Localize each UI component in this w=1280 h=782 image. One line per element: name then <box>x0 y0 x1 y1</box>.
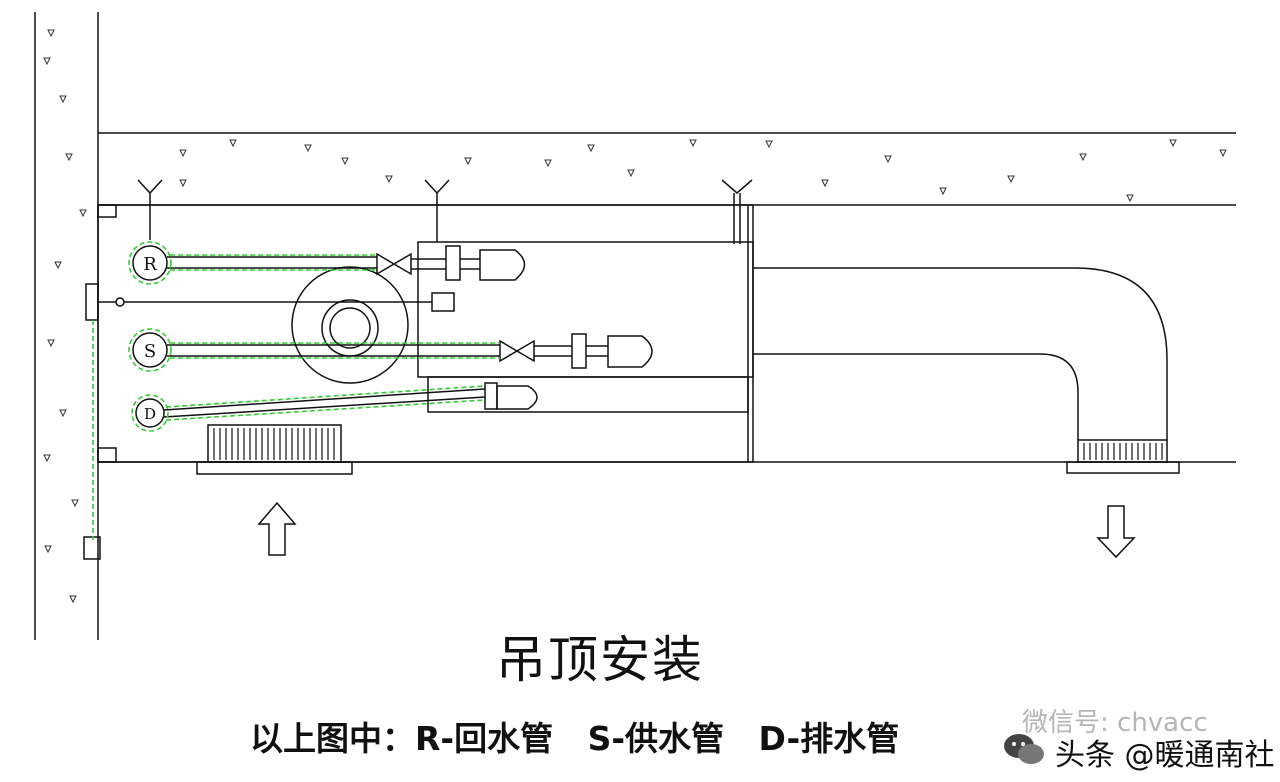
grille-slats <box>213 428 1163 460</box>
legend-caption: 以上图中：R-回水管 S-供水管 D-排水管 <box>250 719 900 758</box>
unit-enclosure <box>97 204 754 463</box>
return-grille <box>196 461 353 475</box>
supply-actuator <box>607 335 653 368</box>
control-box <box>83 536 101 560</box>
intake-arrow-icon <box>257 501 297 556</box>
diagram-title: 吊顶安装 <box>496 631 704 689</box>
return-pipe-label: R <box>143 254 157 275</box>
supply-valve-icon <box>499 339 519 363</box>
drain-pipe-marker <box>135 398 165 428</box>
return-actuator <box>479 249 526 281</box>
drain-pipe-label: D <box>144 405 156 423</box>
pipe-highlight <box>92 241 500 540</box>
supply-diffuser <box>1066 461 1180 474</box>
blower-housing <box>291 266 409 384</box>
supply-pipe-marker <box>132 332 168 368</box>
watermark-wechat: 微信号: chvacc <box>1022 708 1208 738</box>
concrete-aggregate <box>43 29 1227 604</box>
drain-actuator <box>496 385 538 410</box>
thermostat <box>85 283 99 321</box>
return-pipe-marker <box>132 245 168 281</box>
discharge-arrow-icon <box>1096 505 1136 559</box>
return-valve-icon <box>376 252 396 276</box>
supply-pipe-label: S <box>144 341 156 362</box>
wechat-logo-icon <box>1004 734 1044 764</box>
hanger-rods <box>137 179 753 244</box>
watermark-toutiao: 头条 @暖通南社 <box>1055 738 1275 773</box>
